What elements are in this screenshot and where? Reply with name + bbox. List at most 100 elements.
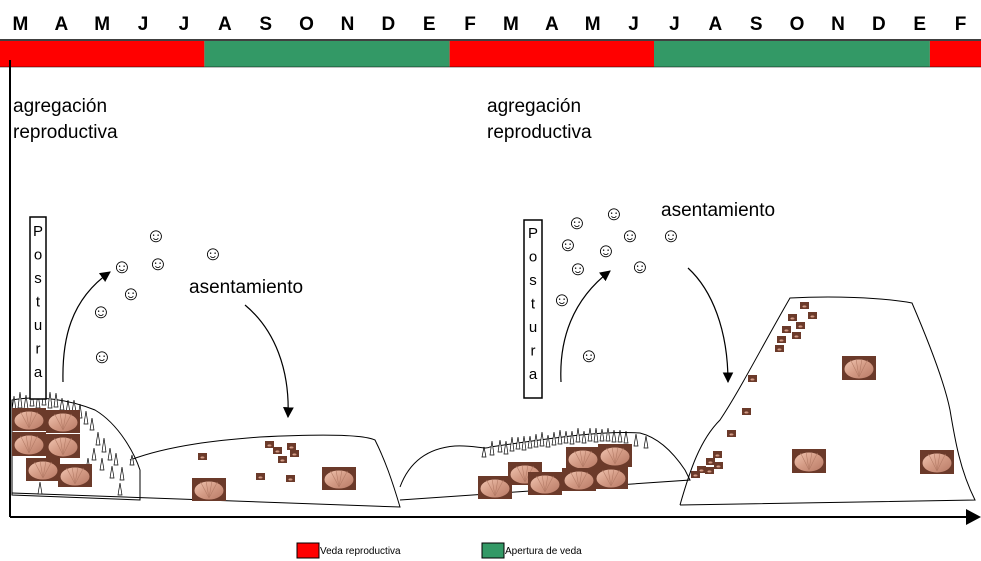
juvenile-spike	[107, 447, 113, 461]
juvenile-spike	[623, 430, 629, 444]
larva-icon: ☺	[121, 283, 141, 305]
month-label-5: J	[179, 14, 190, 35]
month-label-21: N	[831, 14, 845, 35]
scallop-shell	[562, 468, 596, 491]
postura-letter-2: o	[529, 249, 537, 266]
scallop-shell	[265, 441, 274, 448]
juvenile-spikes	[11, 390, 649, 496]
juvenile-spike	[521, 435, 527, 451]
scallop-shell	[714, 462, 723, 469]
juvenile-spike	[509, 436, 515, 452]
scallop-shell	[842, 356, 876, 380]
scallop-shell	[290, 450, 299, 457]
spawn-arrow-1	[62, 271, 111, 383]
legend-item-apertura: Apertura de veda	[481, 542, 582, 559]
postura-letter-2: o	[34, 247, 42, 264]
scallop-shell	[26, 458, 60, 481]
month-label-20: O	[790, 14, 805, 35]
postura-letter-1: P	[33, 223, 43, 240]
juvenile-spike	[481, 446, 487, 458]
postura-letter-1: P	[528, 225, 538, 242]
month-label-23: E	[913, 14, 926, 35]
settlement-label-2: asentamiento	[661, 200, 775, 221]
postura-letter-5: u	[34, 317, 42, 334]
season-segment-apertura-4	[654, 41, 930, 67]
aggregation-label-1-line1: agregación	[13, 96, 107, 117]
juvenile-spike	[47, 391, 53, 409]
juvenile-spike	[53, 392, 59, 408]
larva-icon: ☺	[567, 212, 587, 234]
month-label-19: S	[750, 14, 763, 35]
scallop-shell	[691, 471, 700, 478]
juvenile-spike	[503, 440, 509, 455]
juvenile-spike	[129, 454, 135, 466]
larva-icon: ☺	[552, 289, 572, 311]
scallop-shell	[705, 467, 714, 474]
bed-outline-1b	[11, 434, 401, 508]
month-label-10: D	[381, 14, 395, 35]
scallop-shell	[697, 466, 706, 473]
juvenile-spike	[489, 440, 495, 456]
scallop-shell	[256, 473, 265, 480]
juvenile-spike	[95, 431, 101, 446]
juvenile-spike	[37, 481, 43, 495]
scallop-shell	[566, 447, 600, 470]
juvenile-spike	[91, 447, 97, 461]
larva-icon: ☺	[91, 301, 111, 323]
scallop-shell	[478, 476, 512, 499]
scallop-shell	[742, 408, 751, 415]
season-segment-apertura-2	[204, 41, 450, 67]
season-segment-veda-5	[929, 41, 981, 67]
scallop-shell	[796, 322, 805, 329]
juvenile-spike	[89, 417, 95, 431]
larva-icon: ☺	[620, 225, 640, 247]
month-label-3: M	[94, 14, 110, 35]
juvenile-spike	[605, 427, 611, 442]
juvenile-spike	[593, 427, 599, 443]
scallop-shell	[713, 451, 722, 458]
scallop-shell	[808, 312, 817, 319]
month-label-2: A	[54, 14, 68, 35]
juvenile-spike	[527, 435, 533, 449]
juvenile-spike	[587, 427, 593, 442]
legend-label-apertura: Apertura de veda	[505, 546, 582, 557]
juvenile-spike	[17, 391, 23, 409]
larvae: ☺☺☺☺☺☺☺☺☺☺☺☺☺☺☺☺☺	[91, 203, 681, 368]
scallop-shell	[792, 332, 801, 339]
scallop-shell	[46, 434, 80, 458]
aggregation-label-1-line2: reproductiva	[13, 122, 118, 143]
postura-letter-4: t	[36, 294, 41, 311]
juvenile-spike	[109, 465, 115, 479]
larva-icon: ☺	[203, 243, 223, 265]
month-label-16: J	[628, 14, 639, 35]
month-label-22: D	[872, 14, 886, 35]
juvenile-spike	[101, 437, 107, 453]
scallop-shell	[748, 375, 757, 382]
bed-outline-2b	[679, 296, 976, 506]
juvenile-spike	[119, 466, 125, 481]
scallop-shell	[322, 467, 356, 490]
larva-icon: ☺	[148, 253, 168, 275]
month-label-6: A	[218, 14, 232, 35]
timeline-axes	[9, 60, 981, 525]
juvenile-spike	[551, 431, 557, 446]
juvenile-spike	[581, 430, 587, 444]
juvenile-spike	[99, 457, 105, 471]
larva-icon: ☺	[661, 225, 681, 247]
month-label-14: A	[545, 14, 559, 35]
scallop-beds	[11, 296, 976, 508]
month-label-17: J	[669, 14, 680, 35]
juvenile-spike	[83, 410, 89, 425]
juvenile-spike	[563, 430, 569, 444]
scallop-shell	[594, 466, 628, 489]
postura-letter-3: s	[529, 272, 537, 289]
postura-letter-7: a	[34, 364, 43, 381]
scallop-shell	[12, 432, 46, 456]
juvenile-spike	[113, 452, 119, 466]
time-arrow-icon	[966, 509, 981, 525]
scallop-shell	[286, 475, 295, 482]
